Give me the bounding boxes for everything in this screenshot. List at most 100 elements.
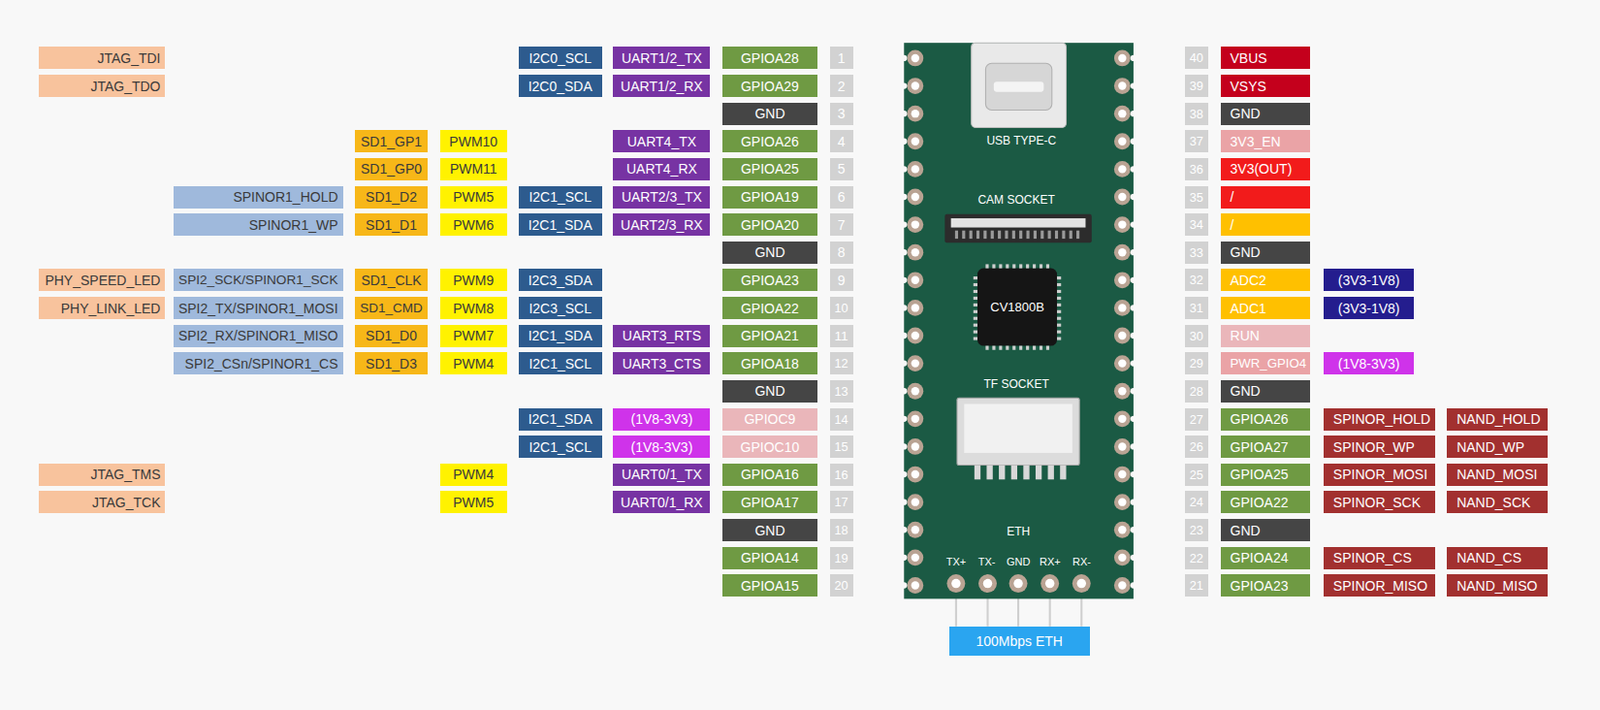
i2c-label-text: I2C3_SCL	[528, 300, 592, 317]
spi-label: SPINOR1_HOLD	[173, 186, 344, 209]
gpio-label-text: GPIOC10	[740, 439, 800, 455]
power-gpio-label: GND	[1220, 241, 1312, 264]
spi-label: SPI2_TX/SPINOR1_MOSI	[173, 296, 344, 320]
pwm-label: PWM8	[440, 296, 508, 320]
i2c-label: I2C1_SDA	[518, 213, 603, 236]
gpio-label-text: GPIOA17	[740, 494, 800, 511]
gpio-label-text: GPIOA28	[740, 50, 800, 66]
power-gpio-label: VBUS	[1220, 46, 1312, 69]
uart-label-text: UART2/3_RX	[620, 217, 704, 233]
i2c-label: I2C1_SCL	[518, 352, 603, 375]
uart-label: (1V8-3V3)	[612, 435, 710, 458]
voltage-label: (3V3-1V8)	[1323, 268, 1415, 291]
pin-number-text: 29	[1189, 355, 1204, 371]
connector-label: CAM SOCKET	[977, 192, 1055, 207]
connector-label: ETH	[1006, 524, 1030, 539]
spi-label-text: SPI2_TX/SPINOR1_MOSI	[178, 300, 339, 317]
i2c-label-text: I2C1_SDA	[528, 217, 593, 233]
pwm-label-text: PWM8	[452, 300, 494, 317]
uart-label: UART3_RTS	[612, 324, 710, 348]
nand-label: NAND_MOSI	[1446, 463, 1548, 486]
power-gpio-label: 3V3_EN	[1220, 129, 1312, 153]
pin-number-text: 17	[834, 494, 849, 510]
spi-label-text: SPI2_CSn/SPINOR1_CS	[185, 355, 339, 372]
sd-label: SD1_D1	[354, 213, 428, 236]
power-gpio-label-text: GND	[1230, 244, 1261, 260]
pin-number-text: 12	[834, 355, 849, 371]
pin-number: 2	[830, 74, 854, 97]
pin-number: 6	[830, 186, 854, 209]
i2c-label: I2C3_SDA	[518, 268, 603, 291]
i2c-label: I2C0_SCL	[518, 46, 603, 69]
pin-number-text: 21	[1189, 577, 1204, 593]
i2c-label: I2C1_SCL	[518, 435, 603, 458]
pwm-label: PWM4	[440, 352, 508, 375]
sd-label: SD1_D0	[354, 324, 428, 348]
pin-number: 21	[1184, 574, 1209, 597]
spinor-label-text: SPINOR_WP	[1333, 439, 1415, 455]
pin-number: 4	[830, 129, 854, 153]
pwm-label-text: PWM7	[452, 327, 494, 344]
i2c-label: I2C3_SCL	[518, 296, 603, 320]
voltage-label: (1V8-3V3)	[1323, 352, 1415, 375]
gpio-label: GPIOA17	[722, 490, 818, 513]
power-gpio-label-text: GND	[1230, 383, 1261, 399]
gpio-label: GPIOA16	[722, 463, 818, 486]
sd-label-text: SD1_D0	[365, 327, 417, 344]
pin-number-text: 31	[1189, 300, 1204, 316]
pin-number: 33	[1184, 241, 1209, 264]
gpio-label-text: GND	[754, 244, 785, 260]
pin-number: 8	[830, 241, 854, 264]
gpio-label: GPIOA21	[722, 324, 818, 348]
spinor-label: SPINOR_MOSI	[1323, 463, 1436, 486]
sd-label-text: SD1_GP1	[360, 133, 422, 150]
pwm-label: PWM11	[440, 158, 508, 181]
connector-label: USB TYPE-C	[986, 133, 1056, 148]
gpio-label-text: GND	[754, 383, 785, 399]
jtag-label-text: JTAG_TDI	[96, 50, 160, 66]
uart-label-text: UART2/3_TX	[621, 189, 703, 205]
i2c-label: I2C1_SDA	[518, 408, 603, 431]
uart-label: UART0/1_TX	[612, 463, 710, 486]
connector-label: TF SOCKET	[983, 377, 1049, 391]
pin-number-text: 28	[1189, 384, 1204, 399]
pwm-label-text: PWM9	[452, 272, 494, 288]
pin-number-text: 20	[834, 577, 849, 593]
pin-number-text: 15	[834, 439, 849, 454]
gpio-label: GND	[722, 241, 818, 264]
pin-number-text: 7	[837, 217, 846, 233]
pin-number-text: 27	[1189, 412, 1204, 427]
pwm-label-text: PWM5	[452, 189, 494, 205]
pin-number: 19	[830, 546, 854, 570]
uart-label-text: UART3_CTS	[622, 355, 702, 372]
nand-label-text: NAND_SCK	[1456, 494, 1531, 511]
spinor-label: SPINOR_MISO	[1323, 574, 1436, 597]
power-gpio-label-text: /	[1230, 189, 1235, 205]
nand-label-text: NAND_CS	[1456, 549, 1522, 566]
jtag-label-text: JTAG_TCK	[92, 494, 161, 511]
i2c-label-text: I2C1_SCL	[528, 355, 592, 372]
spi-label: SPI2_RX/SPINOR1_MISO	[173, 324, 344, 348]
pin-number-text: 32	[1189, 272, 1204, 288]
spinor-label-text: SPINOR_MOSI	[1333, 466, 1428, 482]
pin-number: 14	[830, 408, 854, 431]
spinor-label: SPINOR_CS	[1323, 546, 1436, 570]
sd-label: SD1_CMD	[354, 296, 428, 320]
gpio-label: GPIOA26	[722, 129, 818, 153]
pin-number: 39	[1184, 74, 1209, 97]
pwm-label-text: PWM11	[449, 160, 498, 177]
pin-number-text: 13	[834, 384, 849, 399]
pin-number-text: 2	[837, 78, 846, 95]
nand-label: NAND_CS	[1446, 546, 1548, 570]
pin-number: 11	[830, 324, 854, 348]
power-gpio-label: RUN	[1220, 324, 1312, 348]
chip-label: CV1800B	[990, 298, 1045, 314]
sd-label-text: SD1_CMD	[359, 300, 423, 316]
pwm-label: PWM5	[440, 490, 508, 513]
gpio-label: GPIOA15	[722, 574, 818, 597]
pin-number-text: 34	[1189, 217, 1204, 232]
power-gpio-label: ADC1	[1220, 296, 1312, 320]
i2c-label-text: I2C1_SDA	[528, 327, 593, 344]
power-gpio-label: /	[1220, 213, 1312, 236]
pin-number-text: 18	[834, 522, 849, 538]
